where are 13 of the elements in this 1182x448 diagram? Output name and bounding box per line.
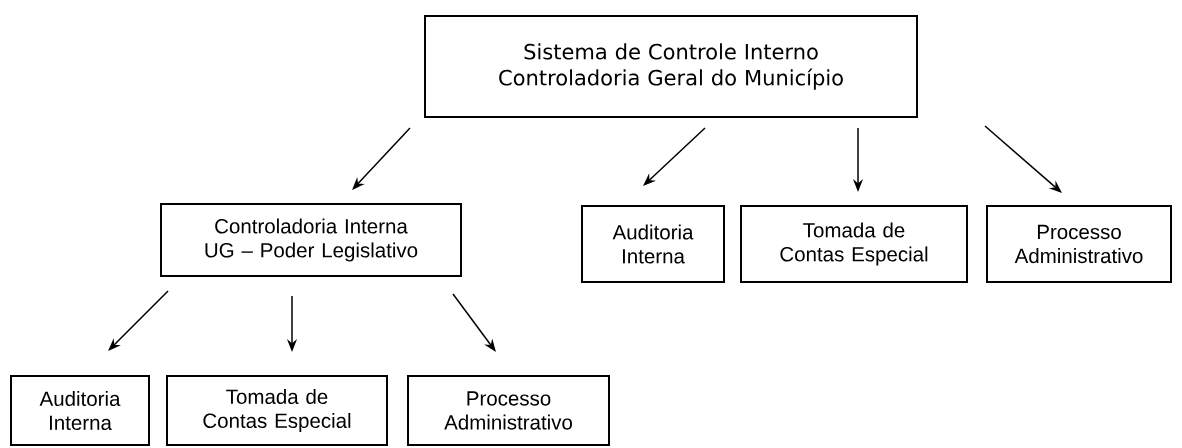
arrow (984, 125, 1062, 193)
box: Auditoria Interna (581, 205, 725, 283)
arrow (643, 127, 706, 186)
box: Tomada de Contas Especial (740, 205, 968, 283)
arrow (108, 290, 169, 351)
arrow (452, 293, 496, 352)
box: Processo Administrativo (986, 205, 1172, 283)
box: Sistema de Controle Interno Controladoria Geral do Município (424, 15, 918, 118)
arrow (352, 127, 411, 190)
box: Auditoria Interna (10, 375, 150, 446)
box: Tomada de Contas Especial (166, 375, 388, 446)
box: Processo Administrativo (407, 375, 610, 446)
box: Controladoria Interna UG – Poder Legislativo (160, 203, 462, 277)
